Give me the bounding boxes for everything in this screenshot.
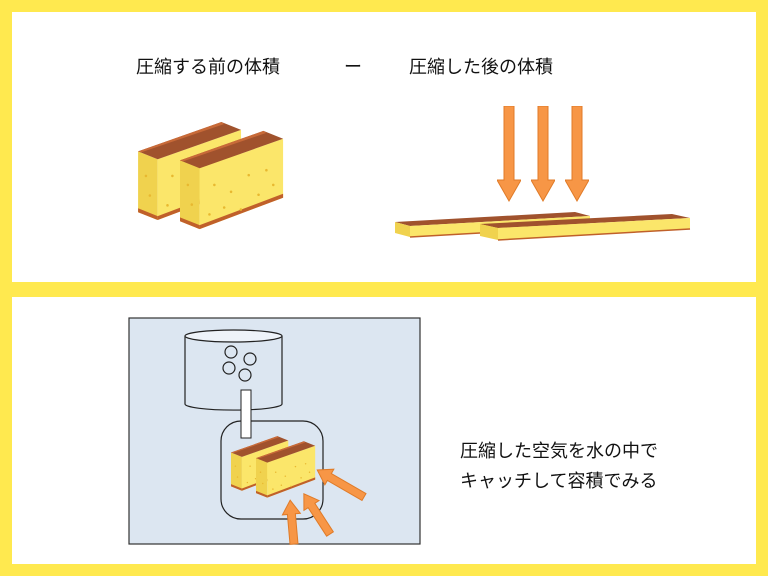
compression-arrows xyxy=(497,106,589,202)
cake-before-compression xyxy=(138,122,284,230)
caption-line-1: 圧縮した空気を水の中で xyxy=(460,441,658,462)
caption-line-2: キャッチして容積でみる xyxy=(460,471,658,492)
label-volume-after: 圧縮した後の体積 xyxy=(409,57,553,78)
top-panel xyxy=(12,12,756,282)
minus-sign: ー xyxy=(344,57,362,78)
cake-after-compression xyxy=(395,212,691,241)
label-volume-before: 圧縮する前の体積 xyxy=(136,57,280,78)
air-bubbles xyxy=(222,345,257,382)
apparatus-illustration xyxy=(128,317,421,545)
pressure-arrows xyxy=(281,468,367,545)
